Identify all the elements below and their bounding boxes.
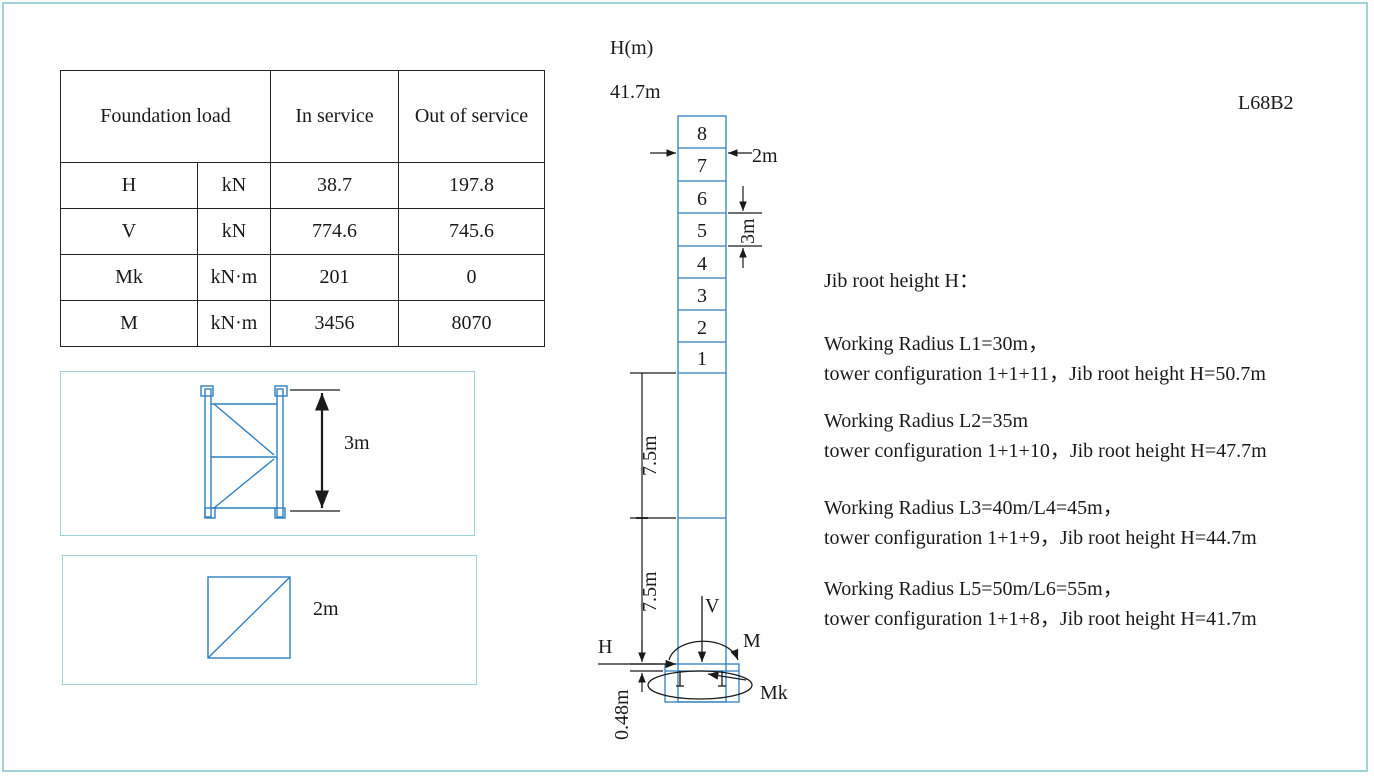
lower-dim-label-1: 7.5m xyxy=(639,435,661,476)
config-radius: Working Radius L1=30m， xyxy=(824,333,1049,355)
section-number: 5 xyxy=(697,220,707,242)
table-row: M kN·m 3456 8070 xyxy=(60,300,545,347)
config-radius: Working Radius L2=35m xyxy=(824,410,1029,432)
cell-in-service: 3456 xyxy=(270,300,399,347)
header-in-service: In service xyxy=(270,70,399,163)
cell-out-of-service: 197.8 xyxy=(398,162,545,209)
cell-unit: kN xyxy=(197,162,271,209)
height-axis-label: H(m) xyxy=(610,37,653,59)
section-number: 4 xyxy=(697,253,707,275)
config-note: Working Radius L1=30m， tower configurati… xyxy=(824,329,1266,389)
moment-mk-label: Mk xyxy=(760,682,788,704)
section-chord-left xyxy=(204,388,212,518)
table-row: V kN 774.6 745.6 xyxy=(60,208,545,255)
section-number: 8 xyxy=(697,123,707,145)
mast-section-drawing xyxy=(200,385,288,519)
section-top-right-lug xyxy=(274,385,288,397)
cell-out-of-service: 8070 xyxy=(398,300,545,347)
plan-detail-panel xyxy=(62,555,477,685)
table-row: Mk kN·m 201 0 xyxy=(60,254,545,301)
mast-width-label: 2m xyxy=(752,145,778,167)
section-chord-right xyxy=(276,388,284,518)
config-note: Working Radius L5=50m/L6=55m， tower conf… xyxy=(824,574,1257,634)
force-v-label: V xyxy=(705,595,720,617)
config-note: Working Radius L2=35m tower configuratio… xyxy=(824,406,1267,466)
config-detail: tower configuration 1+1+10，Jib root heig… xyxy=(824,440,1267,462)
foundation-load-table: Foundation load In service Out of servic… xyxy=(60,70,545,347)
cell-unit: kN·m xyxy=(197,254,271,301)
section-top-left-lug xyxy=(200,385,214,397)
config-detail: tower configuration 1+1+9，Jib root heigh… xyxy=(824,527,1257,549)
model-label: L68B2 xyxy=(1238,92,1294,114)
section-number: 2 xyxy=(697,317,707,339)
cell-out-of-service: 0 xyxy=(398,254,545,301)
config-radius: Working Radius L5=50m/L6=55m， xyxy=(824,578,1123,600)
base-dim-label: 0.48m xyxy=(611,689,633,740)
section-number: 3 xyxy=(697,285,707,307)
cell-in-service: 774.6 xyxy=(270,208,399,255)
config-detail: tower configuration 1+1+8，Jib root heigh… xyxy=(824,608,1257,630)
tower-mast xyxy=(664,115,740,703)
section-detail-panel xyxy=(60,371,475,536)
section-height-dimension xyxy=(290,389,340,512)
lower-dim-label-2: 7.5m xyxy=(639,571,661,612)
table-row: H kN 38.7 197.8 xyxy=(60,162,545,209)
config-note: Working Radius L3=40m/L4=45m， tower conf… xyxy=(824,493,1257,553)
cell-out-of-service: 745.6 xyxy=(398,208,545,255)
section-number: 1 xyxy=(697,348,707,370)
moment-mk-ellipse xyxy=(647,670,753,700)
cell-symbol: M xyxy=(60,300,198,347)
section-number: 6 xyxy=(697,188,707,210)
cell-unit: kN·m xyxy=(197,300,271,347)
moment-m-arc xyxy=(668,640,739,661)
section-bottom-right-lug xyxy=(274,507,286,519)
moment-m-label: M xyxy=(743,630,761,652)
header-foundation-load: Foundation load xyxy=(60,70,271,163)
force-h-label: H xyxy=(598,636,612,658)
cell-in-service: 201 xyxy=(270,254,399,301)
config-detail: tower configuration 1+1+11，Jib root heig… xyxy=(824,363,1266,385)
load-arrows xyxy=(598,596,753,700)
plan-width-label: 2m xyxy=(313,598,339,620)
section-number: 7 xyxy=(697,155,707,177)
section-diagonal-lower xyxy=(213,458,275,509)
section-diagonal-upper xyxy=(213,403,275,456)
header-out-of-service: Out of service xyxy=(398,70,545,163)
cell-symbol: Mk xyxy=(60,254,198,301)
mast-base xyxy=(664,663,740,703)
config-radius: Working Radius L3=40m/L4=45m， xyxy=(824,497,1123,519)
section-height-dim-label: 3m xyxy=(737,218,759,244)
cell-in-service: 38.7 xyxy=(270,162,399,209)
section-bottom-left-lug xyxy=(204,507,216,519)
top-height-label: 41.7m xyxy=(610,81,661,103)
cell-unit: kN xyxy=(197,208,271,255)
jib-height-title: Jib root height H： xyxy=(824,270,979,292)
section-height-label: 3m xyxy=(344,432,370,454)
plan-square-drawing xyxy=(207,576,291,659)
table-header-row: Foundation load In service Out of servic… xyxy=(60,70,545,163)
